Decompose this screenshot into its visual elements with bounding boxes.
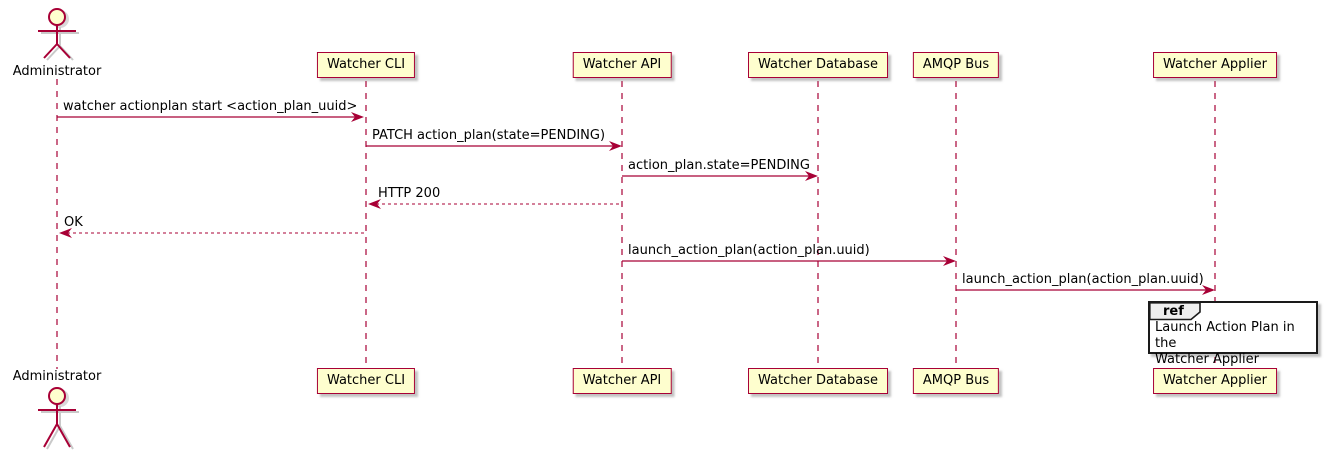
actor-figure-top	[38, 8, 79, 61]
actor-figure-bottom	[38, 387, 79, 450]
ref-text-line-1: Launch Action Plan in the	[1155, 320, 1295, 351]
actor-label-top: Administrator	[12, 64, 102, 79]
ref-fragment: ref Launch Action Plan in the Watcher Ap…	[1148, 301, 1318, 367]
participant-amqp-bus-bottom: AMQP Bus	[912, 368, 1000, 394]
actor-head-icon	[48, 8, 66, 26]
ref-keyword: ref	[1163, 304, 1184, 319]
ref-text: Launch Action Plan in the Watcher Applie…	[1155, 320, 1314, 368]
message-arrow-2	[366, 141, 622, 151]
participant-watcher-database-top: Watcher Database	[748, 52, 888, 78]
participant-watcher-cli-top: Watcher CLI	[316, 52, 416, 78]
message-arrow-3	[622, 171, 818, 181]
message-arrow-7	[956, 285, 1215, 295]
participant-watcher-applier-top: Watcher Applier	[1153, 52, 1277, 78]
message-label-5: OK	[64, 215, 83, 230]
ref-tab-shape	[1149, 302, 1201, 321]
message-label-6: launch_action_plan(action_plan.uuid)	[628, 243, 870, 258]
message-arrow-4	[368, 199, 622, 209]
participant-watcher-database-bottom: Watcher Database	[748, 368, 888, 394]
participant-watcher-applier-bottom: Watcher Applier	[1153, 368, 1277, 394]
message-arrow-6	[622, 256, 956, 266]
participant-watcher-api-bottom: Watcher API	[572, 368, 672, 394]
message-label-7: launch_action_plan(action_plan.uuid)	[962, 272, 1204, 287]
actor-label-bottom: Administrator	[12, 369, 102, 384]
participant-amqp-bus-top: AMQP Bus	[912, 52, 1000, 78]
actor-head-icon	[48, 387, 66, 405]
message-label-1: watcher actionplan start <action_plan_uu…	[63, 99, 358, 114]
message-label-3: action_plan.state=PENDING	[628, 158, 810, 173]
message-label-4: HTTP 200	[378, 186, 441, 201]
participant-watcher-cli-bottom: Watcher CLI	[316, 368, 416, 394]
participant-watcher-api-top: Watcher API	[572, 52, 672, 78]
message-arrow-5	[59, 228, 366, 238]
message-arrow-1	[57, 112, 364, 122]
ref-text-line-2: Watcher Applier	[1155, 352, 1259, 367]
message-label-2: PATCH action_plan(state=PENDING)	[372, 128, 606, 143]
